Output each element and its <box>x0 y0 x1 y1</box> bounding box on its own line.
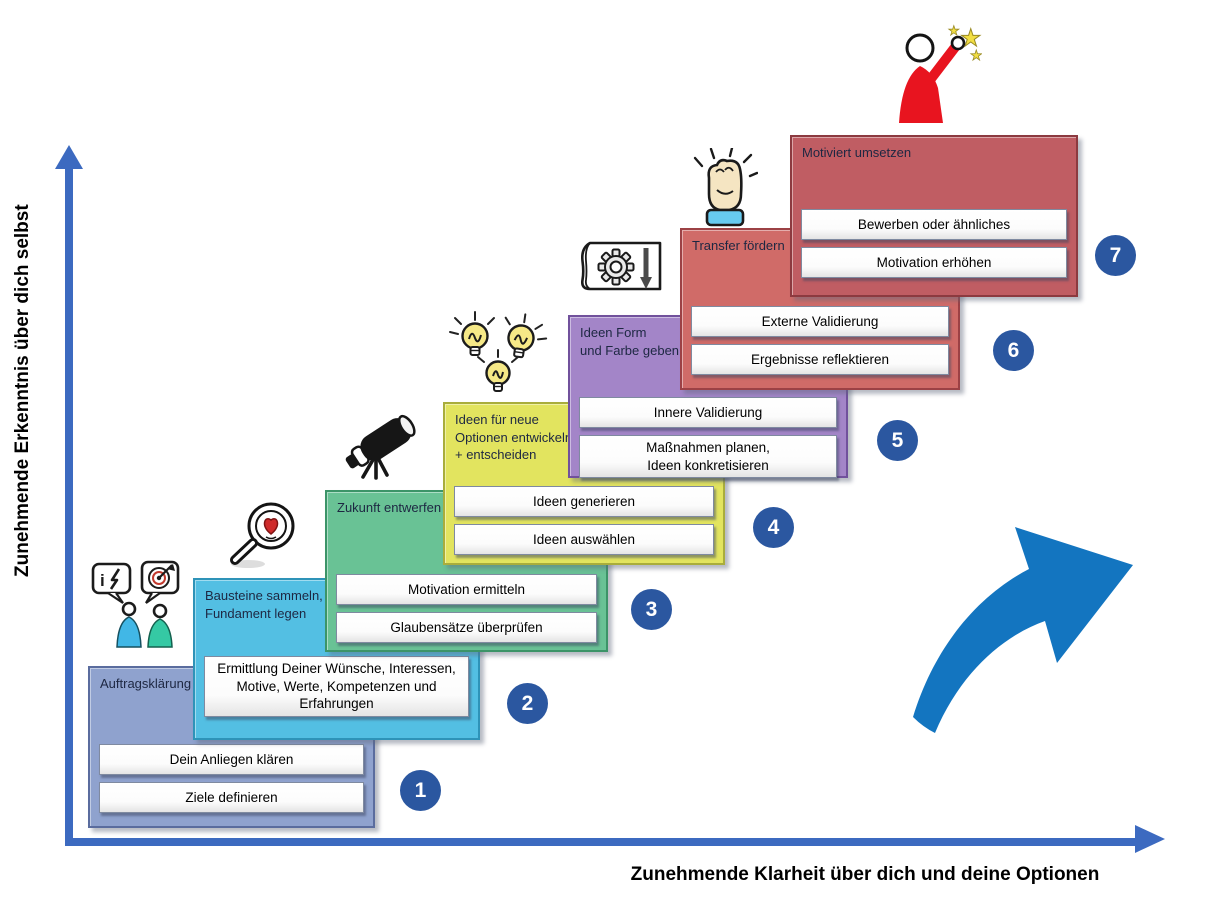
svg-text:★: ★ <box>970 47 982 63</box>
step-4-item-1: Ideen generieren <box>454 486 714 517</box>
step-1-item-2: Ziele definieren <box>99 782 364 813</box>
y-axis-label: Zunehmende Erkenntnis über dich selbst <box>12 204 33 577</box>
step-1-item-1: Dein Anliegen klären <box>99 744 364 775</box>
step-4-title: Ideen für neue Optionen entwickeln + ent… <box>455 412 573 463</box>
step-3-item-1: Motivation ermitteln <box>336 574 597 605</box>
step-5-item-2: Maßnahmen planen, Ideen konkretisieren <box>579 435 837 479</box>
plan-gear-scroll-icon <box>576 236 668 300</box>
step-2-title: Bausteine sammeln, Fundament legen <box>205 588 323 621</box>
step-number-badge-2: 2 <box>507 683 548 724</box>
step-7-title: Motiviert umsetzen <box>802 145 912 160</box>
step-6-item-1: Externe Validierung <box>691 306 949 337</box>
x-axis-arrowhead <box>1135 825 1165 853</box>
step-number-badge-7: 7 <box>1095 235 1136 276</box>
swoosh-arrow-icon <box>905 503 1137 738</box>
x-axis-line <box>65 838 1137 846</box>
step-3-title: Zukunft entwerfen <box>337 500 442 515</box>
step-6-title: Transfer fördern <box>692 238 785 253</box>
step-number-badge-3: 3 <box>631 589 672 630</box>
step-number-badge-6: 6 <box>993 330 1034 371</box>
y-axis-arrowhead <box>55 145 83 169</box>
step-3-item-2: Glaubensätze überprüfen <box>336 612 597 643</box>
y-axis-line <box>65 166 73 846</box>
lightbulbs-icon <box>448 306 548 398</box>
svg-text:i: i <box>100 571 105 590</box>
svg-text:★: ★ <box>960 25 982 52</box>
svg-text:★: ★ <box>948 24 960 38</box>
step-7-item-1: Bewerben oder ähnliches <box>801 209 1067 240</box>
fist-pump-icon <box>692 148 758 236</box>
step-5-item-1: Innere Validierung <box>579 397 837 428</box>
telescope-icon <box>332 408 428 480</box>
reaching-for-stars-icon: ★ ★ ★ <box>886 24 982 124</box>
magnifier-heart-icon <box>222 498 306 572</box>
step-4-item-2: Ideen auswählen <box>454 524 714 555</box>
x-axis-label: Zunehmende Klarheit über dich und deine … <box>630 864 1100 885</box>
step-number-badge-4: 4 <box>753 507 794 548</box>
step-5-title: Ideen Form und Farbe geben <box>580 325 680 358</box>
step-7-item-2: Motivation erhöhen <box>801 247 1067 278</box>
dialogue-info-target-icon: i <box>86 560 188 648</box>
step-box-7: Motiviert umsetzen Bewerben oder ähnlich… <box>790 135 1078 297</box>
step-number-badge-5: 5 <box>877 420 918 461</box>
step-number-badge-1: 1 <box>400 770 441 811</box>
step-6-item-2: Ergebnisse reflektieren <box>691 344 949 375</box>
step-2-item-1: Ermittlung Deiner Wünsche, Interessen, M… <box>204 656 469 717</box>
step-1-title: Auftragsklärung <box>100 676 192 691</box>
